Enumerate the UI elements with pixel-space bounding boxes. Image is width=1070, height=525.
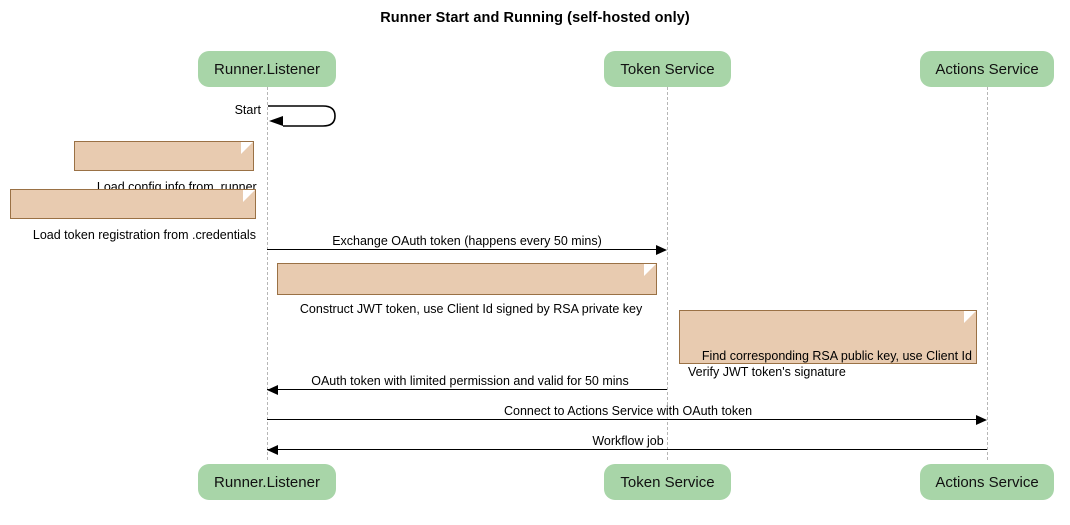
- note-text: Construct JWT token, use Client Id signe…: [299, 302, 643, 316]
- participant-token-bottom[interactable]: Token Service: [604, 464, 731, 500]
- note-fold-icon: [241, 142, 253, 154]
- message-line-connect-actions: [267, 419, 977, 420]
- participant-label: Token Service: [620, 60, 715, 78]
- message-line-workflow-job: [267, 449, 987, 450]
- participant-runner-top[interactable]: Runner.Listener: [198, 51, 336, 87]
- note-text: Find corresponding RSA public key, use C…: [688, 349, 972, 379]
- participant-label: Actions Service: [935, 60, 1039, 78]
- participant-runner-bottom[interactable]: Runner.Listener: [198, 464, 336, 500]
- note-fold-icon: [964, 311, 976, 323]
- page-title: Runner Start and Running (self-hosted on…: [380, 10, 690, 26]
- note-construct-jwt: Construct JWT token, use Client Id signe…: [277, 263, 657, 316]
- message-line-exchange-oauth: [267, 249, 657, 250]
- participant-token-top[interactable]: Token Service: [604, 51, 731, 87]
- message-arrowhead-exchange-oauth: [656, 245, 667, 255]
- lifeline-actions: [987, 87, 988, 460]
- message-arrowhead-workflow-job: [267, 445, 278, 455]
- participant-actions-top[interactable]: Actions Service: [920, 51, 1054, 87]
- message-arrowhead-connect-actions: [976, 415, 987, 425]
- message-line-oauth-return: [267, 389, 667, 390]
- participant-label: Token Service: [620, 473, 715, 491]
- participant-label: Runner.Listener: [214, 60, 320, 78]
- participant-label: Runner.Listener: [214, 473, 320, 491]
- lifeline-token: [667, 87, 668, 460]
- note-load-config: Load config info from .runner: [74, 141, 257, 194]
- message-label-start: Start: [234, 103, 261, 117]
- message-start-self-loop: [268, 105, 336, 127]
- message-arrowhead-oauth-return: [267, 385, 278, 395]
- note-fold-icon: [644, 264, 656, 276]
- note-fold-icon: [243, 190, 255, 202]
- note-text: Load token registration from .credential…: [32, 228, 256, 242]
- message-label-connect-actions: Connect to Actions Service with OAuth to…: [503, 404, 753, 418]
- lifeline-runner: [267, 87, 268, 460]
- message-label-oauth-return: OAuth token with limited permission and …: [311, 374, 629, 388]
- participant-label: Actions Service: [935, 473, 1039, 491]
- note-verify-jwt: Find corresponding RSA public key, use C…: [679, 310, 977, 379]
- note-load-token-registration: Load token registration from .credential…: [10, 189, 256, 242]
- message-label-exchange-oauth: Exchange OAuth token (happens every 50 m…: [332, 234, 602, 248]
- participant-actions-bottom[interactable]: Actions Service: [920, 464, 1054, 500]
- message-label-workflow-job: Workflow job: [592, 434, 664, 448]
